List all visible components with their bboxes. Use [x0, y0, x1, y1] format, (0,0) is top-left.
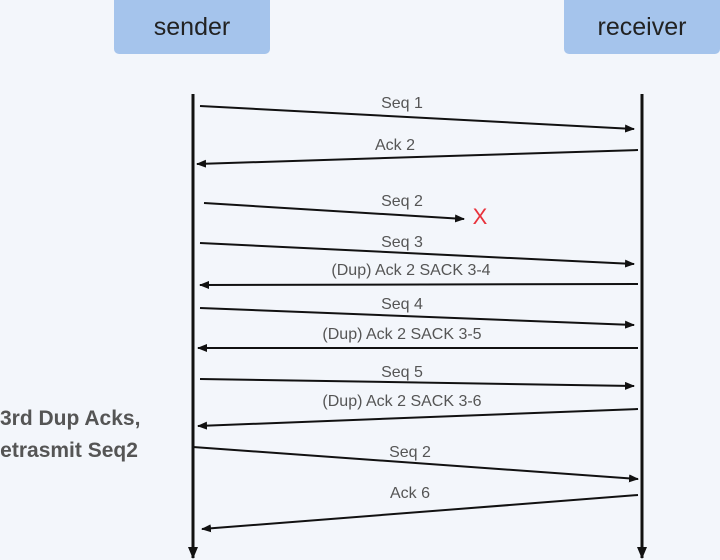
- packet-loss-mark: X: [473, 204, 488, 229]
- message-arrow: [199, 307, 635, 329]
- message-label: Ack 2: [375, 137, 415, 154]
- message-label: Seq 1: [381, 95, 423, 112]
- message-arrow: [199, 105, 635, 133]
- message-arrow: [199, 378, 635, 390]
- actor-sender-label: sender: [153, 12, 231, 41]
- message-arrow: [203, 202, 465, 223]
- actor-sender: sender: [114, 0, 270, 54]
- actor-receiver-label: receiver: [597, 12, 687, 41]
- note-line-2: retrasmit Seq2: [0, 439, 138, 462]
- message-label: Seq 4: [381, 296, 423, 313]
- message-label: Seq 2: [389, 444, 431, 461]
- message-arrow: [196, 149, 639, 168]
- message-label: (Dup) Ack 2 SACK 3-4: [331, 262, 490, 279]
- message-label: Seq 2: [381, 193, 423, 210]
- note-line-1: 3rd Dup Acks,: [0, 407, 141, 430]
- message-label: Seq 3: [381, 234, 423, 251]
- message-arrow: [199, 242, 635, 268]
- message-arrow: [192, 446, 639, 483]
- message-arrow: [197, 408, 639, 430]
- message-label: (Dup) Ack 2 SACK 3-5: [322, 326, 481, 343]
- message-label: Seq 5: [381, 364, 423, 381]
- message-label: Ack 6: [390, 485, 430, 502]
- message-label: (Dup) Ack 2 SACK 3-6: [322, 393, 481, 410]
- message-arrow: [199, 280, 639, 289]
- message-arrow: [201, 494, 639, 533]
- actor-receiver: receiver: [564, 0, 720, 54]
- retransmit-note: 3rd Dup Acks, retrasmit Seq2: [0, 403, 140, 467]
